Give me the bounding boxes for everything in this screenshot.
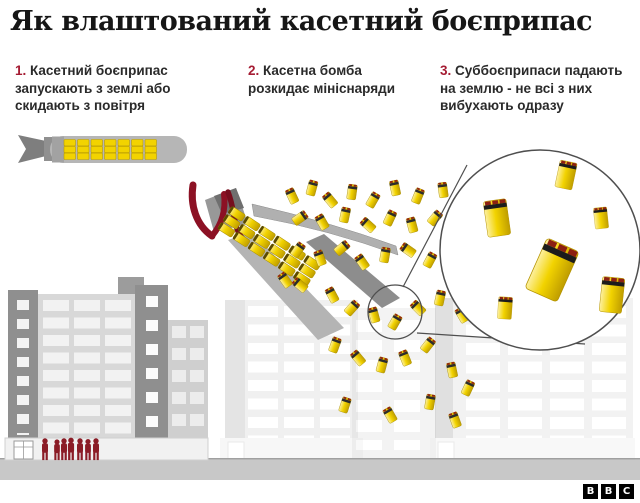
sidewalk [0, 458, 640, 480]
callout-small-circle [367, 284, 423, 340]
magnifier-circle [439, 149, 640, 351]
packed-submunitions-grid [63, 139, 157, 160]
step-1-text: Касетний боєприпас запускають з землі аб… [15, 63, 171, 114]
step-2-caption: 2. Касетна бомба розкидає мініснаряди [248, 62, 400, 97]
intact-cluster-bomb-icon [18, 135, 187, 163]
bbc-logo-letter: B [583, 484, 598, 499]
step-1-number: 1. [15, 63, 27, 78]
step-1-caption: 1. Касетний боєприпас запускають з землі… [15, 62, 195, 115]
building-small [352, 308, 436, 460]
step-2-number: 2. [248, 63, 260, 78]
building-middle [220, 300, 363, 462]
bbc-logo: B B C [583, 484, 634, 499]
casing-panel-mid [306, 234, 400, 308]
infographic-scene [0, 135, 640, 480]
building-left [4, 277, 209, 461]
step-3-text: Суббоєприпаси падають на землю - не всі … [440, 63, 623, 114]
door [13, 440, 34, 460]
step-3-caption: 3. Суббоєприпаси падають на землю - не в… [440, 62, 636, 115]
step-2-text: Касетна бомба розкидає мініснаряди [248, 63, 395, 96]
page-title: Як влаштований касетний боєприпас [10, 6, 593, 37]
step-3-number: 3. [440, 63, 452, 78]
bbc-logo-letter: B [601, 484, 616, 499]
bbc-logo-letter: C [619, 484, 634, 499]
